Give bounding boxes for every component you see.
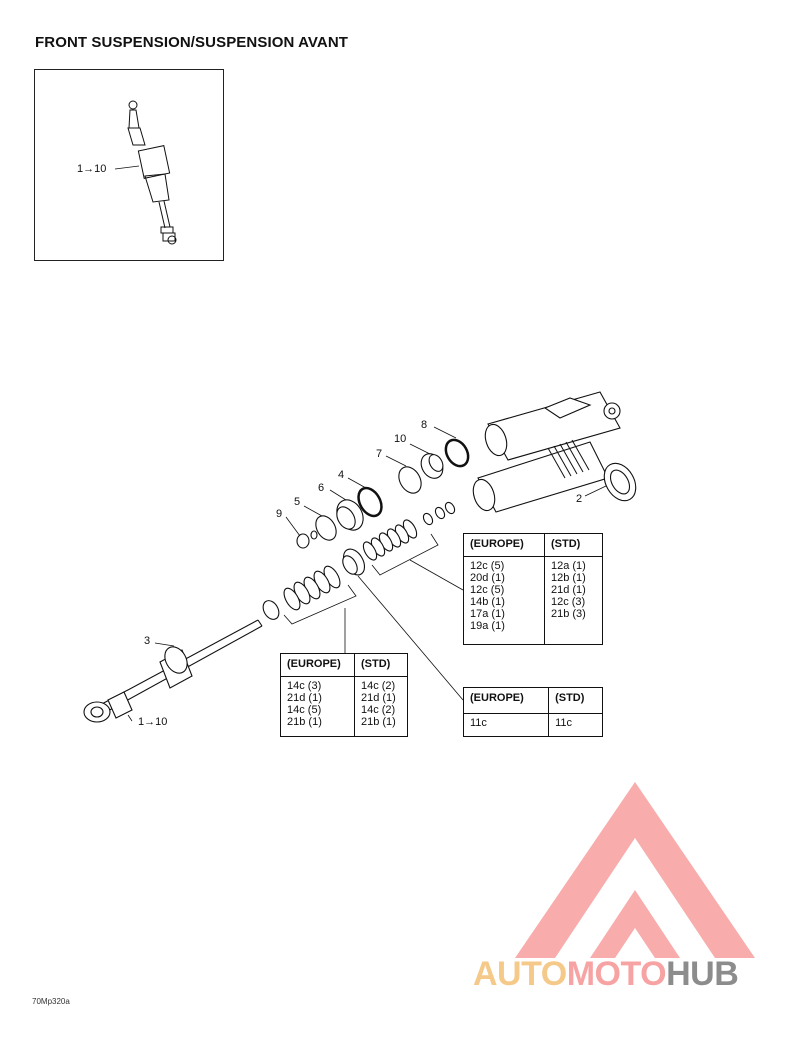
part-10-piston (420, 453, 444, 479)
lower-right-header-europe: (EUROPE) (463, 687, 549, 714)
figure-code: 70Mp320a (32, 997, 70, 1006)
lower-right-europe-list: 11c (470, 716, 487, 729)
callout-2: 2 (576, 493, 583, 505)
lower-washer (262, 600, 280, 620)
upper-parts-table: (EUROPE) (STD) 12c (5) 20d (1) 12c (5) 1… (463, 533, 603, 645)
part-8-oring (444, 438, 470, 468)
callout-9: 9 (276, 508, 283, 520)
page-title: FRONT SUSPENSION/SUSPENSION AVANT (35, 34, 349, 51)
shock-body (472, 439, 609, 513)
watermark-logo (515, 782, 755, 958)
piston-11c (342, 548, 366, 576)
callout-4: 4 (338, 469, 345, 481)
upper-header-europe: (EUROPE) (463, 533, 545, 558)
inset-shock-drawing (127, 100, 177, 245)
leader-lines (127, 426, 607, 722)
rod-eyelet (83, 691, 133, 723)
watermark-text: AUTOMOTOHUB (473, 955, 739, 994)
watermark-auto: AUTO (473, 955, 567, 993)
callout-3: 3 (144, 635, 151, 647)
callout-5: 5 (294, 496, 301, 508)
callout-8: 8 (421, 419, 428, 431)
part-7-ring (398, 466, 422, 494)
lower-right-std-list: 11c (548, 713, 603, 737)
part-9-nut (296, 530, 318, 549)
lower-left-parts-table: (EUROPE) (STD) 14c (3) 21d (1) 14c (5) 2… (280, 653, 408, 737)
inset-leader (114, 165, 140, 170)
reservoir-body (484, 391, 621, 461)
upper-header-std: (STD) (543, 533, 603, 558)
part-4-oring (357, 486, 383, 518)
inset-callout: 1→10 (77, 163, 107, 175)
lower-left-header-std: (STD) (353, 653, 408, 677)
callout-10: 10 (394, 433, 407, 445)
part-2-ring (603, 462, 637, 502)
lower-right-header-std: (STD) (548, 687, 603, 714)
part-6-cap (336, 499, 364, 531)
part-5-ring (315, 515, 337, 541)
watermark-hub: HUB (666, 955, 739, 993)
part-3-bearing (159, 646, 193, 689)
lower-right-parts-table: (EUROPE) (STD) 11c 11c (463, 687, 603, 737)
watermark-moto: MOTO (566, 955, 667, 993)
callout-1-10: 1→10 (138, 716, 168, 728)
lower-left-std-list: 14c (2) 21d (1) 14c (2) 21b (1) (353, 676, 408, 737)
lower-left-europe-list: 14c (3) 21d (1) 14c (5) 21b (1) (287, 679, 322, 728)
inset-frame: 1→10 (34, 69, 224, 261)
callout-6: 6 (318, 482, 325, 494)
small-washers (422, 501, 456, 526)
upper-europe-list: 12c (5) 20d (1) 12c (5) 14b (1) 17a (1) … (470, 560, 505, 633)
upper-std-list: 12a (1) 12b (1) 21d (1) 12c (3) 21b (3) (543, 556, 603, 645)
lower-left-header-europe: (EUROPE) (280, 653, 355, 677)
upper-shim-stack (362, 519, 418, 561)
callout-7: 7 (376, 448, 383, 460)
lower-shim-stack (283, 565, 341, 611)
